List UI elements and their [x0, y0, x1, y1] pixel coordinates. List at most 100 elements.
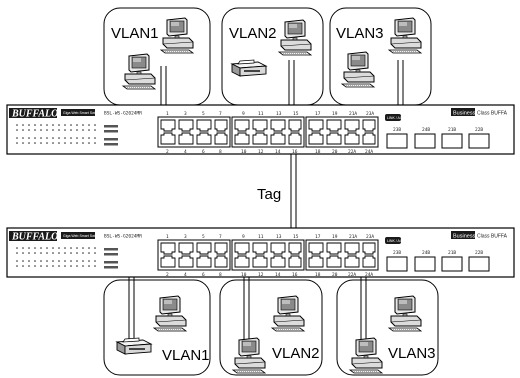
svg-text:8: 8: [219, 272, 222, 278]
svg-text:5: 5: [202, 234, 205, 240]
ethernet-port-block[interactable]: [305, 116, 379, 148]
vlan-label: VLAN1: [162, 347, 210, 364]
svg-text:22A: 22A: [348, 272, 356, 278]
svg-text:13: 13: [276, 234, 282, 240]
business-suffix: Class BUFFA: [477, 111, 508, 117]
vlan-label: VLAN2: [272, 345, 320, 362]
svg-text:14: 14: [275, 272, 281, 278]
svg-text:23A: 23A: [366, 234, 374, 240]
computer-icon[interactable]: [349, 337, 383, 374]
svg-text:7: 7: [219, 111, 222, 117]
top-vlan1-group: VLAN1: [103, 7, 211, 106]
sfp-port[interactable]: [386, 133, 408, 149]
model-number: BSL-WS-G2024MR: [104, 111, 142, 117]
svg-text:24B: 24B: [422, 250, 430, 256]
svg-text:5: 5: [202, 111, 205, 117]
printer-icon[interactable]: [231, 59, 267, 77]
top-vlan2-group: VLAN2: [221, 7, 324, 106]
computer-icon[interactable]: [271, 295, 305, 332]
model-badge: Giga Web Smart Switch: [63, 111, 100, 115]
computer-icon[interactable]: [341, 51, 375, 88]
svg-text:18: 18: [315, 149, 321, 155]
svg-text:18: 18: [315, 272, 321, 278]
sfp-port[interactable]: [468, 133, 490, 149]
brand-name: BUFFALO: [11, 109, 58, 120]
svg-text:7: 7: [219, 234, 222, 240]
svg-text:12: 12: [258, 272, 264, 278]
svg-text:14: 14: [275, 149, 281, 155]
ethernet-port-block[interactable]: [157, 116, 231, 148]
computer-icon[interactable]: [388, 17, 422, 54]
bottom-vlan1-group: VLAN1: [103, 279, 211, 376]
svg-text:16: 16: [292, 149, 298, 155]
computer-icon[interactable]: [388, 295, 422, 332]
bottom-vlan-groups: VLAN1 VLAN2 VLAN3: [103, 279, 439, 376]
svg-text:8: 8: [219, 149, 222, 155]
tag-label: Tag: [257, 186, 281, 203]
link-act-badge: LINK / ACT: [387, 116, 405, 120]
svg-text:2: 2: [166, 149, 169, 155]
printer-icon[interactable]: [116, 337, 152, 355]
svg-text:24B: 24B: [422, 127, 430, 133]
vlan-label: VLAN1: [111, 25, 159, 42]
sfp-port[interactable]: [386, 256, 408, 272]
sfp-port[interactable]: [414, 133, 436, 149]
svg-text:17: 17: [315, 111, 321, 117]
vlan-label: VLAN3: [388, 345, 436, 362]
svg-text:19: 19: [332, 234, 338, 240]
bottom-vlan3-group: VLAN3: [336, 279, 439, 376]
ethernet-port-block[interactable]: [231, 116, 305, 148]
ethernet-port-block[interactable]: [305, 239, 379, 271]
port-number-labels-top: 1 3 5 7 9 11 13 15 17 19 21A 23A: [166, 111, 374, 117]
svg-text:9: 9: [242, 111, 245, 117]
svg-text:12: 12: [258, 149, 264, 155]
ethernet-port-block[interactable]: [231, 239, 305, 271]
computer-icon[interactable]: [278, 19, 312, 56]
svg-text:11: 11: [258, 111, 264, 117]
business-suffix: Class BUFFA: [477, 234, 508, 240]
svg-text:20: 20: [332, 149, 338, 155]
svg-text:15: 15: [293, 111, 299, 117]
computer-icon[interactable]: [160, 17, 194, 54]
svg-text:21A: 21A: [349, 234, 357, 240]
computer-icon[interactable]: [122, 53, 156, 90]
svg-text:3: 3: [184, 111, 187, 117]
vlan-label: VLAN3: [336, 25, 384, 42]
sfp-port[interactable]: [441, 133, 463, 149]
svg-text:23B: 23B: [393, 250, 401, 256]
svg-text:19: 19: [332, 111, 338, 117]
svg-text:23B: 23B: [393, 127, 401, 133]
sfp-port[interactable]: [441, 256, 463, 272]
svg-text:22B: 22B: [475, 250, 483, 256]
svg-text:11: 11: [258, 234, 264, 240]
vlan-label: VLAN2: [229, 25, 277, 42]
computer-icon[interactable]: [153, 295, 187, 332]
ethernet-port-block[interactable]: [157, 239, 231, 271]
svg-text:22A: 22A: [348, 149, 356, 155]
svg-text:24A: 24A: [365, 272, 373, 278]
svg-text:10: 10: [241, 272, 247, 278]
svg-text:15: 15: [293, 234, 299, 240]
model-number: BSL-WS-G2024MR: [104, 234, 142, 240]
svg-text:21B: 21B: [448, 127, 456, 133]
top-vlan-groups: VLAN1 VLAN2 VLAN3: [103, 7, 432, 106]
sfp-port[interactable]: [468, 256, 490, 272]
business-badge: Business: [453, 234, 476, 240]
svg-text:4: 4: [184, 149, 187, 155]
svg-text:1: 1: [166, 234, 169, 240]
svg-text:22B: 22B: [475, 127, 483, 133]
svg-text:17: 17: [315, 234, 321, 240]
computer-icon[interactable]: [232, 337, 266, 374]
cables: [128, 60, 404, 343]
svg-text:20: 20: [332, 272, 338, 278]
switch-bottom: BUFFALO Giga Web Smart Switch BSL-WS-G20…: [6, 227, 515, 278]
port-number-labels-bottom: 2 4 6 8 10 12 14 16 18 20 22A 24A: [166, 149, 373, 155]
brand-logo: [9, 108, 57, 118]
svg-text:9: 9: [242, 234, 245, 240]
sfp-port[interactable]: [414, 256, 436, 272]
top-vlan3-group: VLAN3: [329, 7, 432, 106]
svg-text:10: 10: [241, 149, 247, 155]
svg-text:6: 6: [202, 272, 205, 278]
svg-text:6: 6: [202, 149, 205, 155]
svg-text:13: 13: [276, 111, 282, 117]
